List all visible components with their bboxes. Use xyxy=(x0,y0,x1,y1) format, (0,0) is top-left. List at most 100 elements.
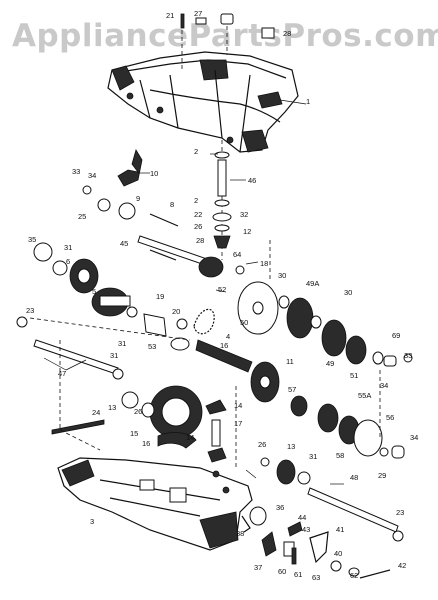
part-label-p63: 63 xyxy=(312,573,320,582)
right-shaft-48 xyxy=(307,487,404,542)
upper-case-housing xyxy=(107,51,299,153)
lower-case-housing xyxy=(57,457,253,551)
part-label-p26c: 26 xyxy=(258,440,266,449)
part-label-p20: 20 xyxy=(172,307,180,316)
part-label-p25: 25 xyxy=(78,212,86,221)
part-label-p57: 57 xyxy=(288,385,296,394)
part-label-p34a: 34 xyxy=(88,171,96,180)
part-label-p12: 12 xyxy=(243,227,251,236)
part-label-p60: 60 xyxy=(278,567,286,576)
part-label-p5: 5 xyxy=(92,287,96,296)
part-label-p44: 44 xyxy=(298,513,306,522)
part-label-p33b: 33 xyxy=(404,351,412,360)
part-label-p58: 58 xyxy=(336,451,344,460)
right-lower-gears xyxy=(290,395,405,459)
part-label-p32: 32 xyxy=(240,210,248,219)
part-label-p8: 8 xyxy=(170,200,174,209)
alignment-lines xyxy=(29,240,381,470)
shift-fork xyxy=(82,149,143,220)
part-label-p49A: 49A xyxy=(306,279,319,288)
part-label-p51: 51 xyxy=(350,371,358,380)
part-label-p46: 46 xyxy=(248,176,256,185)
part-label-p50: 50 xyxy=(240,318,248,327)
part-label-p40: 40 xyxy=(334,549,342,558)
part-label-p27: 27 xyxy=(194,9,202,18)
part-label-p9: 9 xyxy=(136,194,140,203)
part-label-p30a: 30 xyxy=(278,271,286,280)
part-label-p35: 35 xyxy=(28,235,36,244)
brake-assembly xyxy=(241,506,391,579)
long-shaft-47 xyxy=(16,316,124,380)
part-label-p48: 48 xyxy=(350,473,358,482)
part-label-p47: 47 xyxy=(58,369,66,378)
right-gear-cluster xyxy=(278,295,413,367)
part-label-p45: 45 xyxy=(120,239,128,248)
part-label-p42: 42 xyxy=(398,561,406,570)
part-label-p19: 19 xyxy=(156,292,164,301)
part-label-p31c: 31 xyxy=(110,351,118,360)
part-label-p15: 15 xyxy=(130,429,138,438)
part-label-p36: 36 xyxy=(276,503,284,512)
part-label-p49: 49 xyxy=(326,359,334,368)
part-label-p6: 6 xyxy=(66,257,70,266)
gear-11 xyxy=(250,361,280,403)
part-label-p37: 37 xyxy=(254,563,262,572)
part-label-p30b: 30 xyxy=(344,288,352,297)
part-label-p26b: 26 xyxy=(134,407,142,416)
part-label-p10: 10 xyxy=(150,169,158,178)
part-label-p23b: 23 xyxy=(396,508,404,517)
vertical-shaft-assembly xyxy=(212,140,232,260)
left-gear-stack xyxy=(33,242,131,317)
lower-center-gears xyxy=(260,457,311,485)
part-label-p28b: 28 xyxy=(196,236,204,245)
part-label-p53: 53 xyxy=(148,342,156,351)
part-label-p11: 11 xyxy=(286,357,294,366)
part-label-p1: 1 xyxy=(306,97,310,106)
part-label-p33a: 33 xyxy=(72,167,80,176)
part-label-p69: 69 xyxy=(392,331,400,340)
part-label-p38: 38 xyxy=(236,529,244,538)
coupling-and-chain xyxy=(126,306,215,337)
part-label-p23a: 23 xyxy=(26,306,34,315)
part-label-p3: 3 xyxy=(90,517,94,526)
part-label-p43: 43 xyxy=(302,525,310,534)
pinion-gears xyxy=(157,399,227,463)
part-label-p13a: 13 xyxy=(108,403,116,412)
part-label-p31b: 31 xyxy=(118,339,126,348)
part-label-p18: 18 xyxy=(260,259,268,268)
part-label-p26a: 26 xyxy=(194,222,202,231)
part-label-p16: 16 xyxy=(220,341,228,350)
part-label-p55A: 55A xyxy=(358,391,371,400)
part-label-p31a: 31 xyxy=(64,243,72,252)
part-label-p64: 64 xyxy=(233,250,241,259)
axle-rod-24 xyxy=(51,419,105,435)
part-label-p21: 21 xyxy=(166,11,174,20)
part-label-p2b: 2 xyxy=(194,196,198,205)
part-label-p41: 41 xyxy=(336,525,344,534)
part-label-p24: 24 xyxy=(92,408,100,417)
differential-gear xyxy=(121,385,203,439)
part-label-p34c: 34 xyxy=(410,433,418,442)
part-label-p52: 52 xyxy=(218,285,226,294)
part-label-p29: 29 xyxy=(378,471,386,480)
center-gears xyxy=(198,256,279,335)
leader-lines xyxy=(43,99,344,485)
part-label-p62: 62 xyxy=(350,571,358,580)
part-label-p4: 4 xyxy=(226,332,230,341)
part-label-p61: 61 xyxy=(294,570,302,579)
part-label-p14a: 14 xyxy=(234,401,242,410)
part-label-p13b: 13 xyxy=(287,442,295,451)
part-label-p22: 22 xyxy=(194,210,202,219)
part-label-p56: 56 xyxy=(386,413,394,422)
part-label-p34b: 34 xyxy=(380,381,388,390)
part-label-p16b: 16 xyxy=(142,439,150,448)
part-label-p2a: 2 xyxy=(194,147,198,156)
part-label-p28: 28 xyxy=(283,29,291,38)
part-label-p17: 17 xyxy=(234,419,242,428)
top-fasteners xyxy=(180,13,275,70)
part-label-p14b: 14 xyxy=(186,433,194,442)
part-label-p31d: 31 xyxy=(309,452,317,461)
splined-shaft-4 xyxy=(170,337,253,373)
